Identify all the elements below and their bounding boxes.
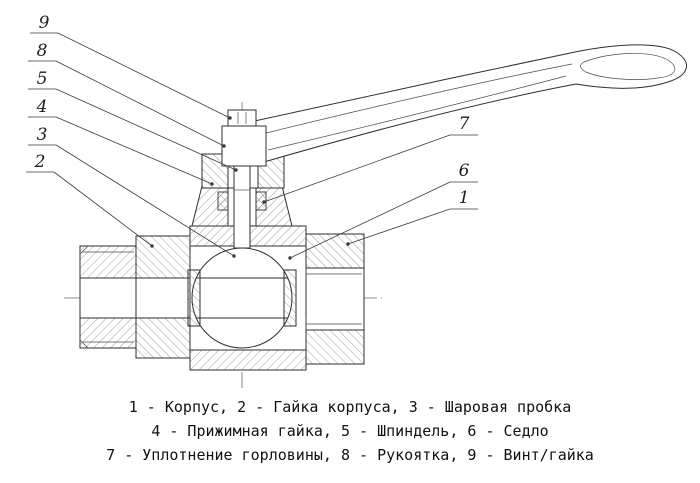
right-union-end — [305, 233, 365, 365]
left-pipe-end — [79, 245, 137, 349]
legend: 1 - Корпус, 2 - Гайка корпуса, 3 - Шаров… — [106, 398, 594, 464]
callout-label-9: 9 — [39, 13, 50, 33]
callout-6: 6 — [288, 161, 478, 260]
callouts: 9 8 5 4 3 — [26, 13, 478, 260]
callout-5: 5 — [28, 69, 238, 172]
top-screw-nut — [227, 109, 257, 127]
callout-label-8: 8 — [37, 41, 48, 61]
legend-line-3: 7 - Уплотнение горловины, 8 - Рукоятка, … — [106, 446, 594, 464]
callout-8: 8 — [28, 41, 226, 148]
legend-line-2: 4 - Прижимная гайка, 5 - Шпиндель, 6 - С… — [151, 422, 548, 440]
seat-left — [187, 269, 201, 327]
callout-label-5: 5 — [37, 69, 48, 89]
callout-9: 9 — [30, 13, 232, 120]
callout-label-4: 4 — [36, 97, 48, 117]
callout-3: 3 — [28, 125, 236, 258]
callout-label-2: 2 — [34, 152, 46, 172]
valve-body — [187, 225, 307, 371]
seat-right — [283, 269, 297, 327]
callout-4: 4 — [28, 97, 214, 186]
callout-7: 7 — [262, 114, 478, 204]
handle — [221, 44, 687, 167]
callout-label-3: 3 — [37, 125, 48, 145]
callout-label-1: 1 — [459, 188, 470, 208]
callout-2: 2 — [26, 152, 154, 248]
handle-hub — [221, 125, 267, 167]
callout-label-6: 6 — [459, 161, 470, 181]
legend-line-1: 1 - Корпус, 2 - Гайка корпуса, 3 - Шаров… — [129, 398, 572, 416]
callout-label-7: 7 — [459, 114, 470, 134]
callout-1: 1 — [346, 188, 478, 246]
body-nut — [135, 235, 191, 359]
